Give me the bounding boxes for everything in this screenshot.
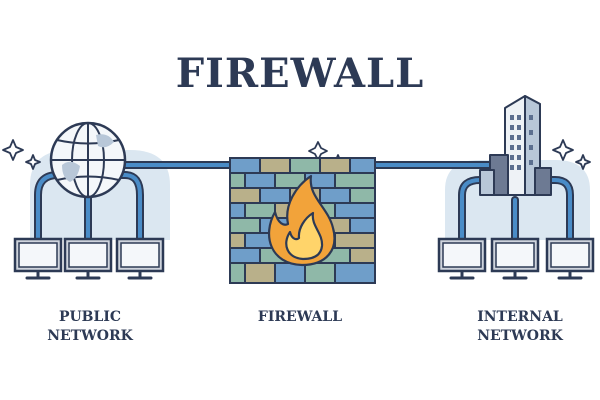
internal-network-label: INTERNAL NETWORK <box>477 309 563 344</box>
firewall-label: FIREWALL <box>257 309 343 325</box>
globe-icon <box>49 121 127 199</box>
diagram-title: FIREWALL <box>175 50 425 97</box>
computer-icon <box>115 237 165 280</box>
computer-icon <box>545 237 595 280</box>
computer-icon <box>63 237 113 280</box>
building-icon <box>479 95 552 196</box>
public-network-label: PUBLIC NETWORK <box>47 309 133 344</box>
computer-icon <box>490 237 540 280</box>
computer-icon <box>437 237 487 280</box>
flame-icon <box>267 174 336 267</box>
computer-icon <box>13 237 63 280</box>
